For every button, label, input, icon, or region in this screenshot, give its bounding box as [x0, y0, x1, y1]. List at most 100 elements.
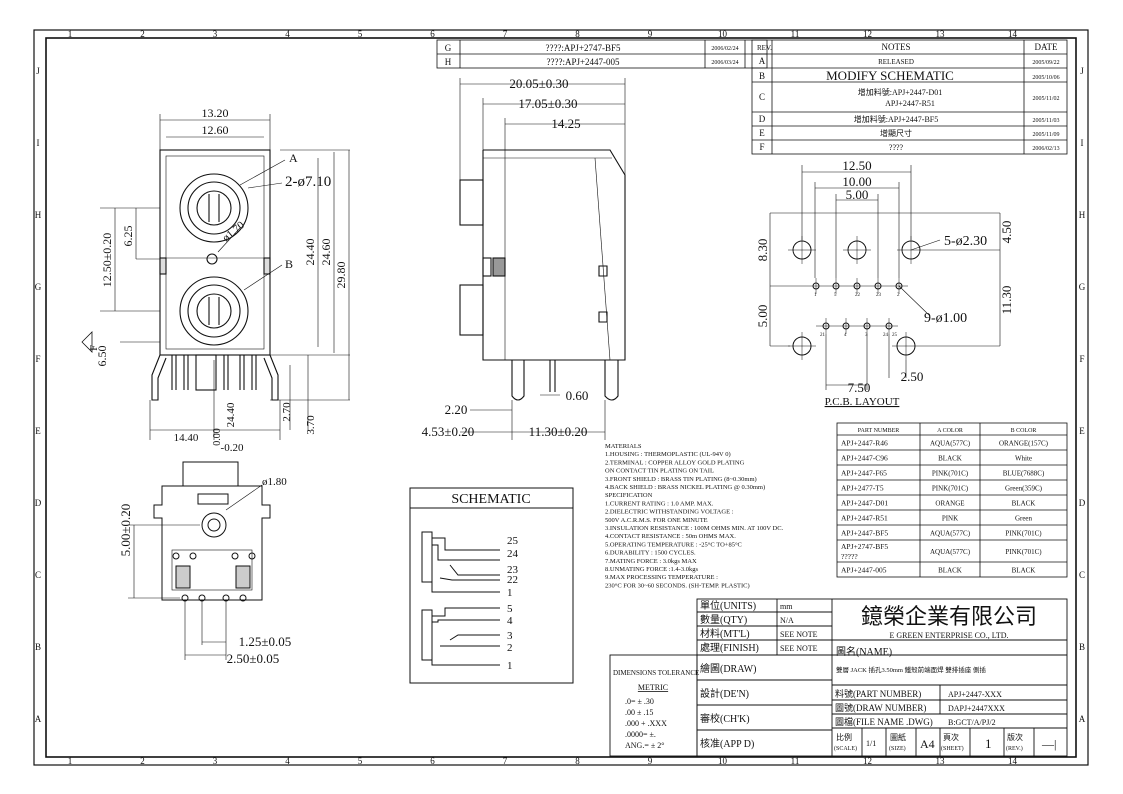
- title-finish-label: 處理(FINISH): [700, 641, 759, 654]
- view-f-arrow: [81, 331, 93, 353]
- dim-4-53: 4.53±0.20: [422, 424, 475, 439]
- revision-g-date: 2006/02/24: [711, 46, 738, 52]
- row-label: G: [1079, 282, 1086, 292]
- color-table-cell: AQUA(577C): [930, 548, 971, 556]
- pcb-pin-label: 25: [892, 333, 898, 338]
- schematic-pin-22: 22: [507, 574, 518, 586]
- schematic-pin-24: 24: [507, 548, 519, 560]
- dim-neg-0-20: -0.20: [221, 442, 244, 454]
- row-label: I: [1081, 138, 1084, 148]
- color-table-cell: BLACK: [938, 567, 962, 575]
- row-label: I: [37, 138, 40, 148]
- color-table-cell: White: [1015, 455, 1032, 463]
- materials-line: 500V A.C.R.M.S. FOR ONE MINUTE: [605, 517, 708, 524]
- color-table-cell: APJ+2477-T5: [841, 484, 884, 493]
- color-table-cell: BLACK: [1012, 567, 1036, 575]
- dim-bottom-5-00: 5.00±0.20: [118, 504, 133, 557]
- dim-pcb-10-00: 10.00: [842, 174, 871, 189]
- notes-date-a: 2005/09/22: [1032, 60, 1059, 66]
- notes-date-f: 2006/02/13: [1032, 146, 1059, 152]
- row-label: H: [35, 210, 42, 220]
- materials-line: 8.UNMATING FORCE :1.4-3.0kgs: [605, 566, 698, 573]
- column-label: 9: [648, 29, 653, 39]
- pcb-pin-label: 2: [897, 293, 900, 298]
- dim-12-50: 12.50±0.20: [100, 233, 114, 288]
- dim-17-05: 17.05±0.30: [518, 96, 577, 111]
- schematic-pin-25: 25: [507, 535, 519, 547]
- notes-date-e: 2005/11/09: [1032, 132, 1059, 138]
- dim-2-70: 2.70: [281, 402, 293, 422]
- tolerance-line: .0= ± .30: [625, 697, 654, 706]
- color-table-cell: ORANGE(157C): [999, 440, 1049, 448]
- scale-value: 1/1: [866, 739, 876, 748]
- bottom-view-dimensions: [128, 484, 263, 660]
- materials-line: 4.CONTACT RESISTANCE : 50m OHMS MAX.: [605, 533, 736, 540]
- row-label: D: [1079, 498, 1086, 508]
- rev-sub: (REV.): [1006, 745, 1023, 752]
- materials-line: 3.INSULATION RESISTANCE : 100M OHMS MIN.…: [605, 525, 784, 532]
- column-label: 9: [648, 756, 653, 766]
- color-table-cell: PINK(701C): [1005, 530, 1042, 538]
- row-label: F: [35, 354, 40, 364]
- sheet-label: 頁次: [943, 732, 959, 742]
- color-table: [836, 422, 1068, 578]
- front-view: [151, 149, 279, 401]
- dim-pcb-5-00-vertical: 5.00: [755, 305, 770, 328]
- dim-pcb-12-50: 12.50: [842, 158, 871, 173]
- materials-line: 5.OPERATING TEMPERATURE : -25°C TO+85°C: [605, 541, 742, 548]
- color-table-cell: PINK: [942, 515, 958, 523]
- notes-text-a: RELEASED: [878, 58, 914, 66]
- materials-line: 1.HOUSING : THERMOPLASTIC (UL-94V 0): [605, 451, 731, 458]
- dim-11-30: 11.30±0.20: [529, 424, 588, 439]
- tolerance-title: DIMENSIONS TOLERANCE: [613, 669, 699, 677]
- notes-table: [751, 39, 1068, 155]
- column-label: 3: [213, 29, 218, 39]
- revision-h-part: ????:APJ+2447-005: [546, 57, 620, 67]
- column-label: 13: [936, 29, 946, 39]
- dim-front-12-60: 12.60: [202, 123, 229, 137]
- color-table-cell: BLACK: [938, 455, 962, 463]
- column-label: 1: [68, 756, 73, 766]
- dim-pcb-11-30: 11.30: [999, 286, 1014, 315]
- sheet-sub: (SHEET): [941, 745, 964, 752]
- color-table-cell: APJ+2447-R46: [841, 439, 888, 448]
- row-label: B: [35, 642, 41, 652]
- materials-line: 1.CURRENT RATING : 1.0 AMP. MAX.: [605, 500, 714, 507]
- column-label: 7: [503, 29, 508, 39]
- title-units-value: mm: [780, 602, 793, 611]
- title-material-label: 材料(MT'L): [700, 627, 750, 640]
- column-label: 2: [140, 756, 145, 766]
- pcb-layout-caption: P.C.B. LAYOUT: [825, 396, 900, 408]
- pcb-pin-label: 21: [820, 333, 826, 338]
- color-table-cell: ORANGE: [935, 500, 964, 508]
- materials-line: 230°C FOR 30~60 SECONDS. (SH-TEMP. PLAST…: [605, 582, 750, 589]
- notes-text-d: 增加料號:APJ+2447-BF5: [854, 114, 939, 124]
- size-sub: (SIZE): [889, 745, 906, 752]
- scale-sub: (SCALE): [834, 745, 857, 752]
- materials-line: 4.BACK SHIELD : BRASS NICKEL PLATING @ 0…: [605, 484, 765, 491]
- side-view: [459, 149, 626, 401]
- column-label: 11: [791, 756, 800, 766]
- color-table-cell: Green(359C): [1005, 485, 1043, 493]
- color-table-cell: APJ+2447-BF5: [841, 529, 888, 538]
- part-number-label: 料號(PART NUMBER): [835, 688, 921, 699]
- schematic-pin-1b: 1: [507, 660, 513, 672]
- dim-pcb-hole-2-30: 5-ø2.30: [944, 234, 987, 249]
- color-table-cell: PINK(701C): [932, 485, 969, 493]
- tolerance-metric: METRIC: [638, 683, 668, 692]
- schematic-pin-4: 4: [507, 615, 513, 627]
- dim-pcb-7-50: 7.50: [848, 380, 871, 395]
- dim-29-80: 29.80: [334, 262, 348, 289]
- dim-14-25: 14.25: [551, 116, 580, 131]
- materials-line: 3.FRONT SHIELD : BRASS TIN PLATING (8~0.…: [605, 476, 757, 483]
- tolerance-line: .00 ± .15: [625, 708, 653, 717]
- title-finish-value: SEE NOTE: [780, 644, 818, 653]
- color-table-cell: APJ+2447-F65: [841, 469, 887, 478]
- materials-line: MATERIALS: [605, 443, 642, 450]
- drawing-border: [33, 29, 1089, 766]
- pcb-pin-label: 23: [876, 293, 882, 298]
